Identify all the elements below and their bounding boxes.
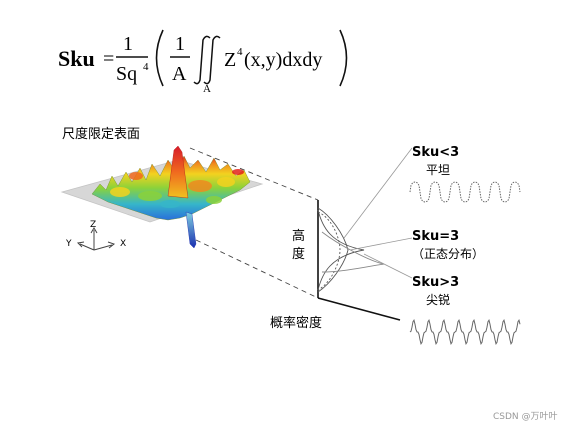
formula-frac1-numerator: 1 [123,33,133,55]
curve-extra [321,231,385,273]
axis-x-label: X [120,239,126,249]
formula-integrand-base: Z [224,49,236,71]
axis-z-label: Z [90,220,96,230]
formula-lhs: Sku [58,46,95,71]
formula-left-paren [155,29,164,87]
curve-platykurtic [317,211,341,291]
axis-y-label: Y [65,239,72,249]
surface-valley [185,211,197,249]
surface-peak [167,145,189,199]
curve-leptokurtic [317,209,365,291]
scale-limited-surface [60,145,319,299]
case-platykurtic-title: Sku<3 [412,145,459,160]
waveform-platykurtic [409,181,521,203]
surface-bumps [110,169,244,208]
density-axis [317,297,401,321]
surface-title: 尺度限定表面 [62,126,140,142]
formula-frac2-numerator: 1 [175,33,185,55]
case-platykurtic-desc: 平坦 [426,163,450,177]
formula-right-paren [339,29,348,87]
guide-line-bottom [195,239,319,299]
formula-integral-subscript: A [203,83,211,95]
distribution-axes [317,200,401,321]
watermark: CSDN @万叶叶 [493,411,558,422]
height-label-char-2: 度 [292,246,305,262]
formula-equals: = [103,48,114,70]
callout-lines [343,147,413,279]
waveform-leptokurtic [409,318,521,346]
sku-formula: Sku = 1 Sq 4 1 A A Z 4 (x,y)dxdy [58,29,348,95]
formula-integrand-exponent: 4 [237,46,243,58]
formula-frac2-denominator: A [172,63,187,85]
formula-frac1-denominator: Sq [116,63,137,85]
case-leptokurtic-title: Sku>3 [412,275,459,290]
formula-integral-sign-2 [203,35,221,85]
density-label: 概率密度 [270,315,322,331]
axis-triad [76,227,116,251]
curve-normal [317,207,349,293]
height-label-char-1: 高 [292,228,305,244]
case-normal-desc: （正态分布） [412,247,484,261]
formula-integral-sign-1 [193,35,211,85]
case-normal-title: Sku=3 [412,229,459,244]
case-leptokurtic-desc: 尖锐 [426,293,450,307]
formula-integrand-rest: (x,y)dxdy [244,49,322,71]
formula-frac1-exponent: 4 [143,61,149,73]
case-labels: Sku<3 平坦 Sku=3 （正态分布） Sku>3 尖锐 [412,145,484,307]
